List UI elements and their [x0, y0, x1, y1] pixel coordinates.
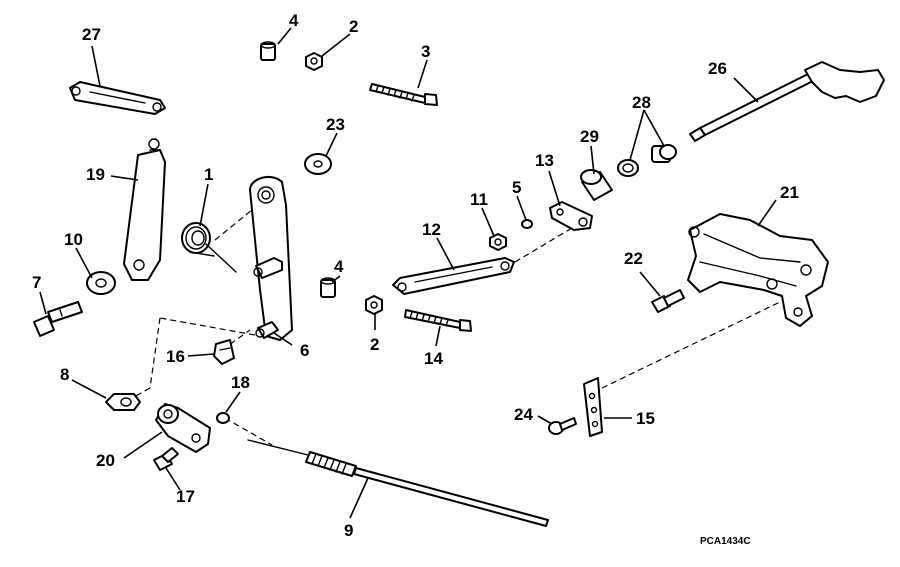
callout-28: 28 [632, 93, 651, 112]
callout-20: 20 [96, 451, 115, 470]
callout-labels: 27 4 2 3 26 28 29 13 5 11 12 23 19 1 10 … [32, 11, 799, 547]
part-9-cable [247, 439, 549, 527]
callout-1: 1 [204, 165, 213, 184]
part-11-nut [489, 233, 507, 251]
callout-22: 22 [624, 249, 643, 268]
callout-11: 11 [470, 190, 488, 209]
part-22-screw [651, 289, 685, 313]
part-10-washer [86, 271, 116, 295]
part-15-plate [583, 377, 603, 437]
callout-10: 10 [64, 230, 83, 249]
part-16-clip [213, 339, 235, 365]
callout-19: 19 [86, 165, 105, 184]
part-21-bracket [687, 213, 829, 327]
part-18-washer [216, 412, 230, 424]
part-26-shaft [689, 61, 885, 142]
part-7-bolt [33, 301, 83, 337]
callout-2-middle: 2 [370, 335, 379, 354]
callout-4-middle: 4 [334, 257, 344, 276]
part-4-bushing-middle [320, 277, 336, 298]
callout-3: 3 [421, 42, 430, 61]
part-23-washer [304, 153, 332, 175]
callout-9: 9 [344, 521, 353, 540]
callout-12: 12 [422, 220, 441, 239]
part-3-screw [369, 83, 438, 106]
callout-7: 7 [32, 273, 41, 292]
callout-8: 8 [60, 365, 69, 384]
part-13-bracket [549, 201, 593, 231]
part-20-clevis [155, 403, 211, 453]
part-19-lever [123, 138, 166, 281]
callout-2-top: 2 [349, 17, 358, 36]
callout-17: 17 [176, 487, 195, 506]
callout-18: 18 [231, 373, 250, 392]
part-5-washer [521, 219, 533, 229]
part-4-bushing-top [260, 41, 276, 61]
part-2-nut-top [305, 52, 323, 71]
callout-5: 5 [512, 178, 521, 197]
callout-26: 26 [708, 59, 727, 78]
callout-29: 29 [580, 127, 599, 146]
diagram-code: PCA1434C [700, 536, 751, 547]
callout-leaders [39, 27, 777, 519]
part-2-nut-middle [365, 295, 383, 315]
callout-6: 6 [300, 341, 309, 360]
part-12-link [392, 257, 515, 295]
callout-14: 14 [424, 349, 443, 368]
part-8-link [105, 393, 141, 411]
part-14-screw [404, 309, 472, 332]
part-28-bushings [617, 144, 677, 177]
part-1-spring [181, 222, 237, 273]
callout-16: 16 [166, 347, 185, 366]
part-17-screw [153, 447, 179, 471]
callout-21: 21 [780, 183, 799, 202]
part-27-link [69, 81, 166, 115]
part-24-screw [548, 417, 577, 435]
part-29-bushing [580, 169, 613, 201]
callout-4-top: 4 [289, 11, 299, 30]
callout-23: 23 [326, 115, 345, 134]
callout-24: 24 [514, 405, 533, 424]
callout-27: 27 [82, 25, 101, 44]
callout-15: 15 [636, 409, 655, 428]
part-6-main-lever [249, 175, 293, 341]
callout-13: 13 [535, 151, 554, 170]
